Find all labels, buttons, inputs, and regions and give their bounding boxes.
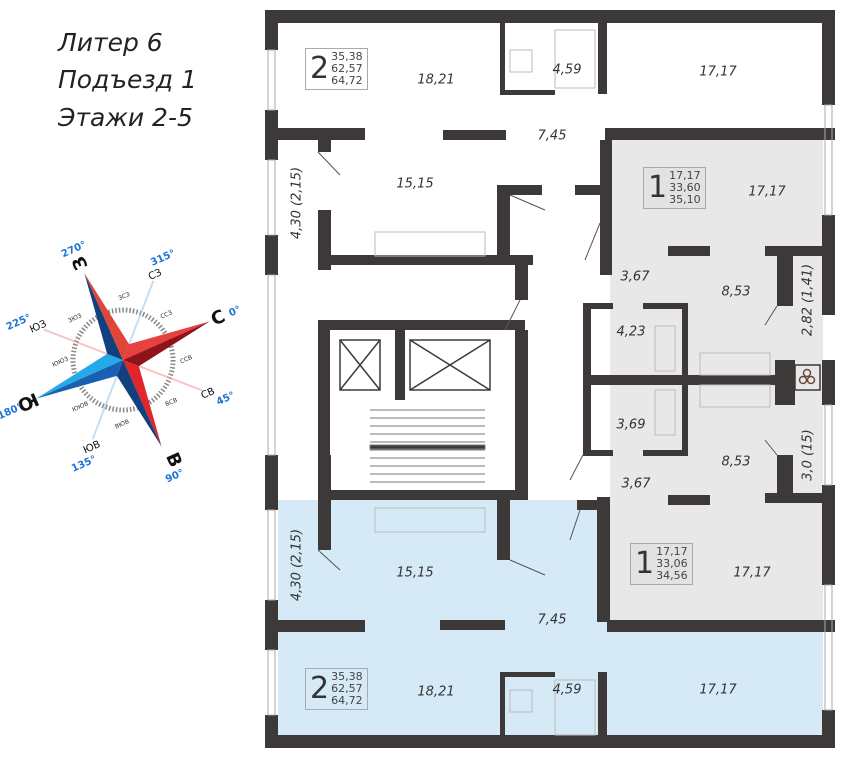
room-area-bedroom: 17,17: [699, 682, 737, 698]
room-area-bath: 3,69: [616, 417, 646, 433]
total-area-with-balcony: 64,72: [331, 74, 363, 87]
room-area-hall: 3,67: [620, 269, 650, 285]
room-area-kitchen: 8,53: [721, 454, 751, 470]
stairs: [369, 409, 486, 483]
room-area-living: 17,17: [733, 565, 771, 581]
compass-minor-label: ЗЮЗ: [67, 312, 83, 324]
compass-ne-label: СВ: [200, 386, 217, 402]
room-area-hall: 3,67: [621, 476, 651, 492]
rooms-count: 2: [310, 51, 330, 86]
apartment-highlight-blue[interactable]: [278, 500, 823, 736]
room-area-bath: 4,59: [552, 62, 582, 78]
degree-180: 180°: [0, 402, 24, 423]
title-liter: Литер 6: [58, 28, 163, 57]
room-area-bath: 4,23: [616, 324, 646, 340]
room-area-hall: 7,45: [537, 128, 567, 144]
total-area: 33,60: [669, 181, 701, 194]
windows: [267, 49, 833, 716]
degree-0: 0°: [227, 304, 242, 319]
room-area-living: 18,21: [417, 72, 455, 88]
compass-minor-label: ВЮВ: [114, 418, 130, 430]
degree-135: 135°: [70, 454, 98, 475]
degree-45: 45°: [215, 390, 237, 408]
living-area: 35,38: [331, 670, 363, 683]
degree-225: 225°: [5, 312, 33, 333]
compass-east-label: В: [161, 450, 186, 471]
compass-star: [36, 273, 210, 447]
fixtures: [374, 29, 771, 736]
walls: [265, 10, 835, 748]
room-area-kitchen: 15,15: [396, 176, 434, 192]
total-area-with-balcony: 35,10: [669, 193, 701, 206]
rooms-count: 2: [310, 671, 330, 706]
title-floors: Этажи 2-5: [58, 103, 193, 132]
compass-minor-label: ССВ: [179, 354, 193, 365]
living-area: 35,38: [331, 50, 363, 63]
room-area-bedroom: 17,17: [699, 64, 737, 80]
compass-north-label: С: [208, 306, 229, 331]
compass-minor-label: ЮЮВ: [71, 400, 89, 413]
compass-minor-label: ВСВ: [164, 397, 178, 408]
compass-nw-label: СЗ: [147, 267, 164, 283]
room-area-bath: 4,59: [552, 682, 582, 698]
rooms-count: 1: [635, 546, 655, 581]
total-area-with-balcony: 64,72: [331, 694, 363, 707]
total-area-with-balcony: 34,56: [656, 569, 688, 582]
compass-minor-label: ЮЮЗ: [51, 355, 69, 368]
room-area-living: 18,21: [417, 684, 455, 700]
total-area: 33,06: [656, 557, 688, 570]
title-entrance: Подъезд 1: [58, 65, 197, 94]
room-area-living: 17,17: [748, 184, 786, 200]
elevator-shafts: [339, 339, 491, 391]
living-area: 17,17: [656, 545, 688, 558]
total-area: 62,57: [331, 682, 363, 695]
compass-minor-label: ЗСЗ: [117, 291, 131, 302]
ventilation-icon: [794, 364, 821, 391]
room-area-kitchen: 15,15: [396, 565, 434, 581]
room-area-hall: 7,45: [537, 612, 567, 628]
room-area-kitchen: 8,53: [721, 284, 751, 300]
doors: [317, 151, 778, 576]
rooms-count: 1: [648, 170, 668, 205]
living-area: 17,17: [669, 169, 701, 182]
total-area: 62,57: [331, 62, 363, 75]
degree-315: 315°: [149, 248, 177, 269]
compass-minor-label: ССЗ: [159, 309, 173, 320]
